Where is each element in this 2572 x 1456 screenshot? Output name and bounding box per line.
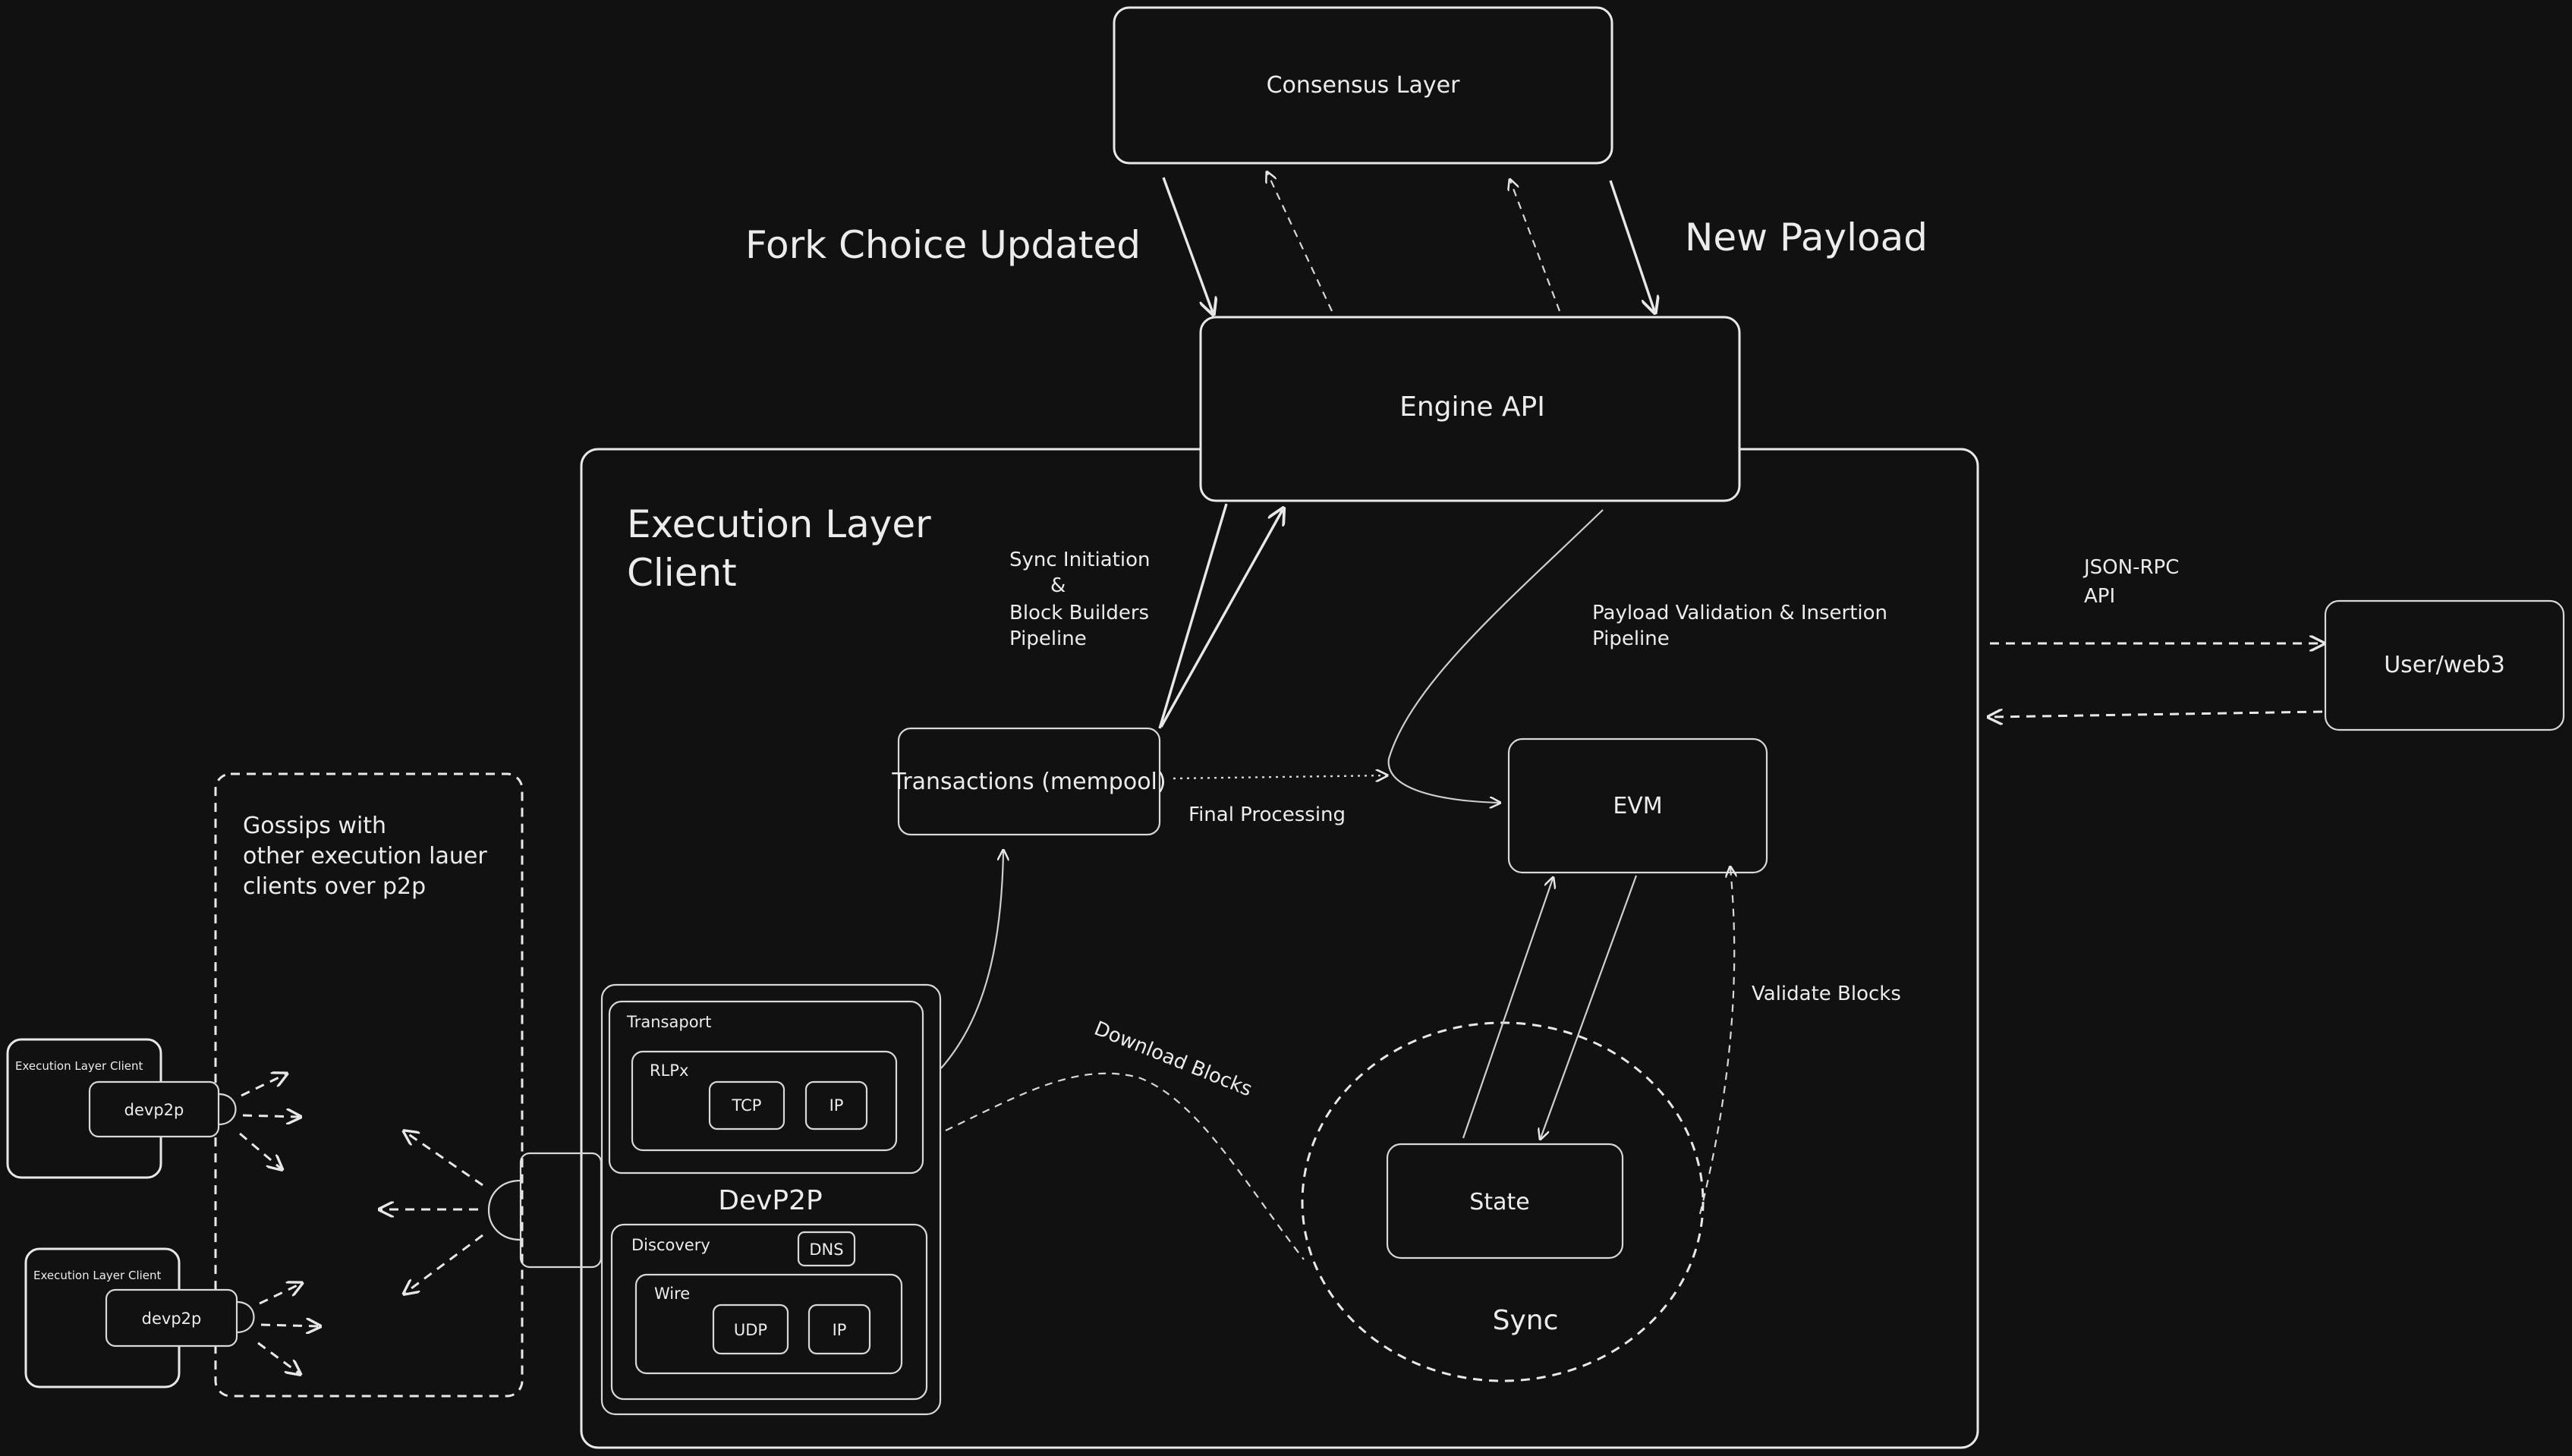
- peer-client-1-title: Execution Layer Client: [15, 1059, 143, 1073]
- peer-2-arrow-up: [259, 1284, 301, 1305]
- peer-client-2-title: Execution Layer Client: [33, 1269, 162, 1282]
- peer-2-arrow-right: [260, 1325, 319, 1326]
- peer-1-arrow-down: [239, 1132, 281, 1168]
- user-web3-label: User/web3: [2384, 652, 2505, 678]
- devp2p-to-mempool-arrow: [940, 851, 1003, 1069]
- udp-label: UDP: [734, 1321, 767, 1339]
- sync-initiation-label-line2: &: [1050, 574, 1066, 597]
- discovery-box: [610, 1223, 928, 1401]
- peer-client-1: Execution Layer Client devp2p: [6, 1038, 237, 1179]
- peer-client-1-socket: [218, 1093, 237, 1126]
- json-rpc-label-line2: API: [2084, 585, 2115, 608]
- peer-client-2-devp2p-label: devp2p: [142, 1310, 202, 1328]
- consensus-layer-label: Consensus Layer: [1267, 72, 1461, 99]
- engine-api-box: Engine API: [1199, 316, 1741, 502]
- engine-to-mempool-arrow: [1160, 510, 1283, 728]
- transport-label: Transaport: [626, 1013, 711, 1031]
- json-rpc-label-line1: JSON-RPC: [2082, 556, 2179, 579]
- evm-to-state-arrow: [1541, 875, 1638, 1138]
- evm-label: EVM: [1613, 793, 1662, 819]
- user-web3-box: User/web3: [2324, 599, 2565, 731]
- fork-choice-updated-label: Fork Choice Updated: [745, 223, 1141, 267]
- rlpx-box: [631, 1050, 898, 1152]
- peer-client-2: Execution Layer Client devp2p: [24, 1247, 255, 1388]
- new-payload-label: New Payload: [1685, 215, 1928, 259]
- rlpx-label: RLPx: [650, 1061, 688, 1080]
- wire-box: [634, 1273, 903, 1375]
- transport-ip-label: IP: [830, 1096, 844, 1115]
- engine-api-label: Engine API: [1399, 392, 1545, 423]
- state-box: State: [1386, 1143, 1624, 1259]
- wire-ip-box: [807, 1303, 871, 1355]
- mempool-to-engine-line: [1158, 503, 1228, 729]
- fork-choice-arrow: [1162, 177, 1213, 313]
- engine-to-evm-arrow: [1387, 509, 1604, 803]
- transport-box: [608, 1000, 924, 1175]
- gossip-label-line3: clients over p2p: [243, 873, 426, 900]
- gossip-label-line2: other execution lauer: [243, 843, 487, 870]
- transactions-mempool-label: Transactions (mempool): [891, 769, 1166, 795]
- wire-label: Wire: [654, 1285, 690, 1303]
- tcp-box: [708, 1080, 785, 1131]
- evm-box: EVM: [1507, 737, 1768, 874]
- download-blocks-path: [945, 1072, 1305, 1260]
- execution-layer-client-title-line2: Client: [627, 551, 737, 595]
- new-payload-arrow: [1609, 180, 1654, 311]
- discovery-label: Discovery: [631, 1236, 710, 1254]
- consensus-layer-box: Consensus Layer: [1113, 6, 1613, 165]
- peer-2-arrow-down: [257, 1341, 299, 1373]
- transactions-mempool-box: Transactions (mempool): [891, 727, 1166, 836]
- devp2p-port-socket: [487, 1179, 521, 1241]
- dns-box: [797, 1231, 856, 1267]
- sync-initiation-label-line3: Block Builders: [1009, 602, 1149, 624]
- gossip-label-line1: Gossips with: [243, 813, 386, 839]
- new-payload-response-arrow: [1510, 181, 1561, 312]
- gossip-arrow-down: [405, 1234, 483, 1293]
- state-to-evm-arrow: [1462, 879, 1553, 1139]
- peer-1-arrow-up: [241, 1074, 285, 1097]
- download-blocks-label: Download Blocks: [1091, 1017, 1255, 1102]
- execution-layer-client-title-line1: Execution Layer: [627, 502, 931, 546]
- gossip-arrow-up: [405, 1132, 483, 1187]
- devp2p-label: DevP2P: [718, 1185, 823, 1216]
- dns-label: DNS: [809, 1241, 843, 1259]
- final-processing-arrow: [1173, 775, 1386, 778]
- sync-label: Sync: [1493, 1305, 1559, 1336]
- peer-client-1-devp2p-label: devp2p: [124, 1101, 184, 1119]
- sync-initiation-label-line1: Sync Initiation: [1009, 549, 1150, 571]
- devp2p-port: [519, 1152, 603, 1269]
- validate-blocks-label: Validate Blocks: [1752, 983, 1901, 1005]
- peer-client-2-socket: [236, 1300, 255, 1334]
- wire-ip-label: IP: [833, 1321, 847, 1339]
- payload-validation-label-line2: Pipeline: [1592, 627, 1670, 650]
- sync-initiation-label-line4: Pipeline: [1009, 627, 1087, 650]
- json-rpc-response-arrow: [1990, 712, 2323, 717]
- transport-ip-box: [804, 1080, 868, 1131]
- gossip-region-box: [214, 772, 524, 1398]
- execution-layer-client-box: [580, 448, 1979, 1449]
- payload-validation-label-line1: Payload Validation & Insertion: [1592, 602, 1887, 624]
- udp-box: [712, 1303, 789, 1355]
- fork-choice-response-arrow: [1267, 173, 1333, 312]
- tcp-label: TCP: [732, 1096, 762, 1115]
- state-label: State: [1469, 1189, 1529, 1215]
- peer-1-arrow-right: [242, 1115, 299, 1117]
- final-processing-label: Final Processing: [1188, 803, 1346, 826]
- validate-blocks-arrow: [1698, 868, 1734, 1215]
